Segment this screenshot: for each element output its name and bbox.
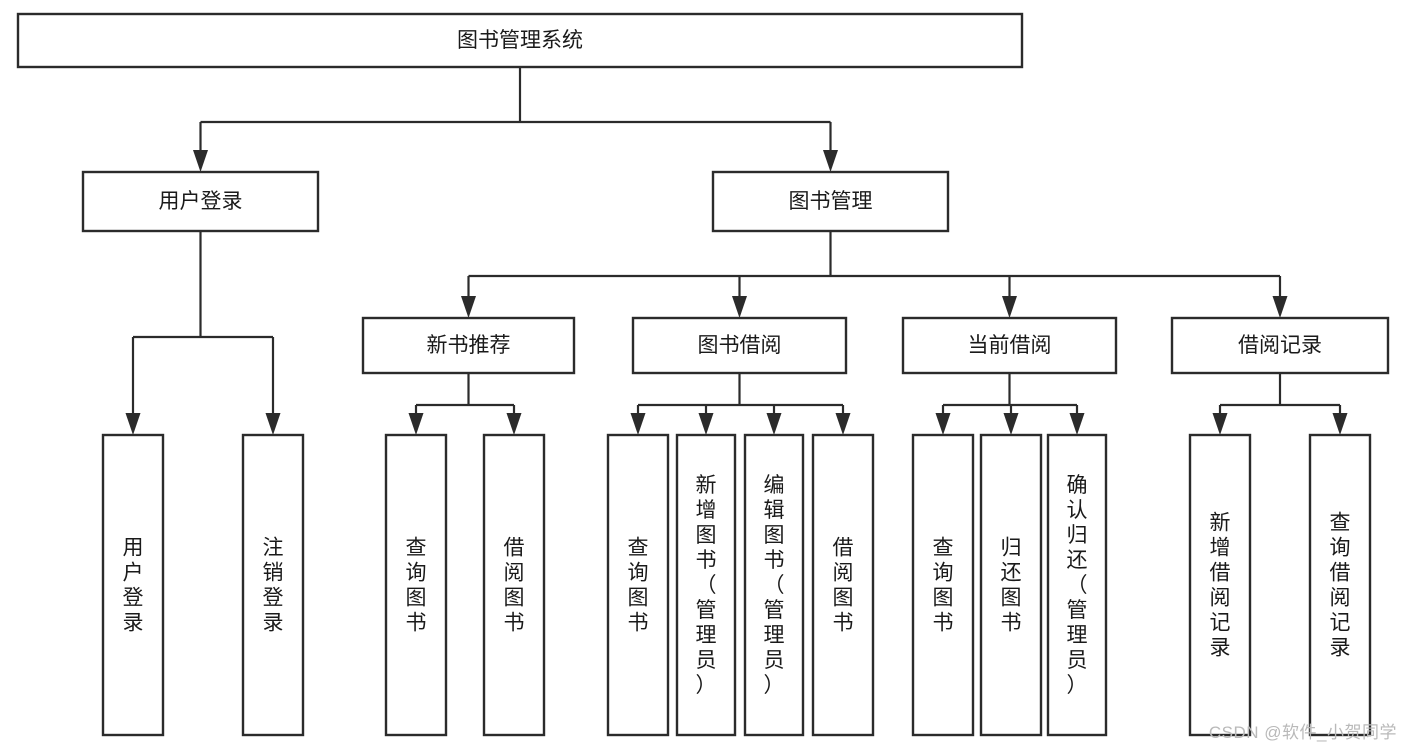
- node-box[interactable]: [81, 170, 320, 233]
- arrow-head-icon: [823, 150, 838, 172]
- root-node-system-title[interactable]: 图书管理系统: [16, 12, 1024, 69]
- node-label: 图书管理系统: [457, 29, 583, 52]
- arrow-head-icon: [1002, 296, 1017, 318]
- submodule-node-new-book-rec[interactable]: 新书推荐: [361, 316, 576, 375]
- node-label: 查询图书: [933, 537, 954, 635]
- arrow-head-icon: [1332, 413, 1348, 435]
- arrow-head-icon: [835, 413, 851, 435]
- arrow-head-icon: [732, 296, 747, 318]
- connector-group-root: [193, 67, 838, 172]
- arrow-head-icon: [265, 413, 281, 435]
- node-box[interactable]: [631, 316, 848, 375]
- leaf-node-leaf-query-book-rec[interactable]: 查询图书: [384, 433, 448, 737]
- leaf-node-leaf-query-book-cb[interactable]: 查询图书: [911, 433, 975, 737]
- arrow-head-icon: [935, 413, 951, 435]
- connector-group-new-book-rec: [408, 373, 522, 435]
- arrow-head-icon: [193, 150, 208, 172]
- node-label: 查询图书: [628, 537, 649, 635]
- node-box[interactable]: [1188, 433, 1252, 737]
- leaf-node-leaf-borrow-book-br[interactable]: 借阅图书: [811, 433, 875, 737]
- connector-group-book-manage: [461, 231, 1288, 318]
- arrow-head-icon: [461, 296, 476, 318]
- node-box[interactable]: [361, 316, 576, 375]
- connector-group-user-login: [125, 231, 281, 435]
- node-label: 新书推荐: [427, 334, 511, 357]
- leaf-node-leaf-add-book[interactable]: 新增图书（管理员）: [675, 433, 737, 737]
- arrow-head-icon: [125, 413, 141, 435]
- leaf-node-leaf-borrow-book-rec[interactable]: 借阅图书: [482, 433, 546, 737]
- module-node-user-login[interactable]: 用户登录: [81, 170, 320, 233]
- connector-group-current-borrow: [935, 373, 1085, 435]
- leaf-node-leaf-confirm-return[interactable]: 确认归还（管理员）: [1046, 433, 1108, 737]
- arrow-head-icon: [630, 413, 646, 435]
- arrow-head-icon: [506, 413, 522, 435]
- arrow-head-icon: [1003, 413, 1019, 435]
- leaf-node-leaf-query-record[interactable]: 查询借阅记录: [1308, 433, 1372, 737]
- submodule-node-book-borrow[interactable]: 图书借阅: [631, 316, 848, 375]
- node-label: 图书借阅: [698, 334, 782, 357]
- arrow-head-icon: [1272, 296, 1288, 318]
- node-box[interactable]: [1046, 433, 1108, 737]
- connector-group-book-borrow: [630, 373, 851, 435]
- node-label: 编辑图书（管理员）: [764, 474, 785, 697]
- node-label: 查询借阅记录: [1330, 512, 1351, 660]
- node-label: 用户登录: [159, 190, 243, 213]
- node-label: 借阅图书: [504, 537, 525, 635]
- node-label: 新增借阅记录: [1210, 512, 1231, 660]
- node-label: 用户登录: [123, 537, 144, 635]
- node-box[interactable]: [979, 433, 1043, 737]
- leaf-node-leaf-logout[interactable]: 注销登录: [241, 433, 305, 737]
- node-box[interactable]: [606, 433, 670, 737]
- node-box[interactable]: [675, 433, 737, 737]
- connector-lines-group: [125, 67, 1348, 435]
- arrow-head-icon: [1212, 413, 1228, 435]
- leaf-node-leaf-user-login[interactable]: 用户登录: [101, 433, 165, 737]
- node-box[interactable]: [101, 433, 165, 737]
- leaf-node-leaf-return-book[interactable]: 归还图书: [979, 433, 1043, 737]
- node-label: 新增图书（管理员）: [696, 474, 717, 697]
- node-label: 归还图书: [1001, 537, 1022, 635]
- node-box[interactable]: [16, 12, 1024, 69]
- node-boxes-group: 图书管理系统用户登录图书管理新书推荐图书借阅当前借阅借阅记录用户登录注销登录查询…: [16, 12, 1390, 737]
- leaf-node-leaf-query-book-br[interactable]: 查询图书: [606, 433, 670, 737]
- connector-group-borrow-record: [1212, 373, 1348, 435]
- submodule-node-borrow-record[interactable]: 借阅记录: [1170, 316, 1390, 375]
- watermark-text: CSDN @软件_小贺同学: [1208, 723, 1397, 742]
- module-node-book-manage[interactable]: 图书管理: [711, 170, 950, 233]
- node-label: 查询图书: [406, 537, 427, 635]
- arrow-head-icon: [766, 413, 782, 435]
- arrow-head-icon: [1069, 413, 1085, 435]
- node-box[interactable]: [711, 170, 950, 233]
- node-box[interactable]: [811, 433, 875, 737]
- node-box[interactable]: [901, 316, 1118, 375]
- leaf-node-leaf-edit-book[interactable]: 编辑图书（管理员）: [743, 433, 805, 737]
- node-label: 确认归还（管理员）: [1067, 474, 1088, 697]
- node-box[interactable]: [482, 433, 546, 737]
- leaf-node-leaf-add-record[interactable]: 新增借阅记录: [1188, 433, 1252, 737]
- node-label: 注销登录: [263, 537, 284, 635]
- node-box[interactable]: [743, 433, 805, 737]
- node-box[interactable]: [1170, 316, 1390, 375]
- node-label: 图书管理: [789, 190, 873, 213]
- node-label: 借阅记录: [1238, 334, 1322, 357]
- node-box[interactable]: [911, 433, 975, 737]
- node-box[interactable]: [1308, 433, 1372, 737]
- arrow-head-icon: [698, 413, 714, 435]
- node-label: 当前借阅: [968, 334, 1052, 357]
- submodule-node-current-borrow[interactable]: 当前借阅: [901, 316, 1118, 375]
- node-box[interactable]: [384, 433, 448, 737]
- node-box[interactable]: [241, 433, 305, 737]
- node-label: 借阅图书: [833, 537, 854, 635]
- arrow-head-icon: [408, 413, 424, 435]
